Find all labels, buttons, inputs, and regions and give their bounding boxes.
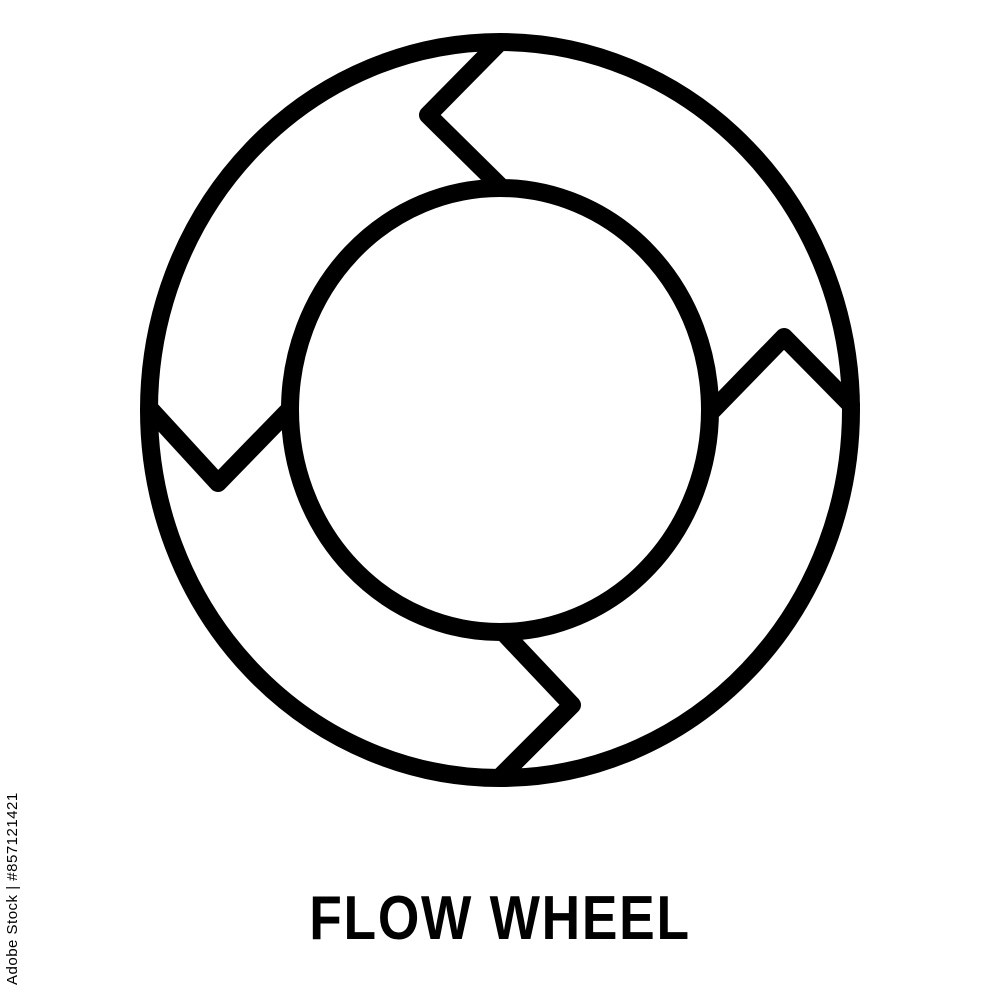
stock-id-watermark: Adobe Stock | #857121421 xyxy=(4,792,21,985)
bottom-arrow-separator xyxy=(491,623,581,786)
outer-ring xyxy=(140,33,860,787)
icon-caption: FLOW WHEEL xyxy=(309,884,691,953)
right-arrow-separator xyxy=(704,328,860,419)
left-arrow-separator xyxy=(142,401,298,492)
icon-stroke-group xyxy=(140,33,860,787)
inner-circle xyxy=(281,179,719,641)
top-arrow-separator xyxy=(419,36,511,197)
